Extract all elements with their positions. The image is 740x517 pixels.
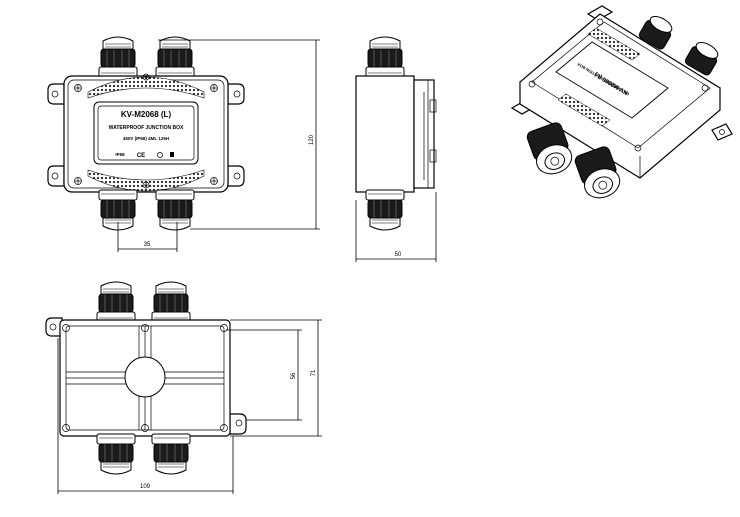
screw-icon [74, 73, 218, 189]
cable-gland-icon [155, 189, 195, 231]
ip-code-text: IP68 [115, 152, 125, 157]
cable-gland-icon [365, 189, 405, 231]
model-text: KV-M2068 (L) [121, 110, 172, 119]
svg-text:56: 56 [291, 372, 297, 379]
cable-gland-icon [638, 15, 673, 50]
cable-gland-icon [96, 433, 136, 475]
cable-gland-icon [152, 282, 190, 322]
cable-gland-icon [156, 37, 194, 77]
ce-mark-icon: CE [137, 153, 145, 159]
cable-gland-icon [574, 146, 621, 199]
svg-text:71: 71 [311, 369, 317, 376]
svg-text:50: 50 [395, 252, 402, 258]
recycle-icon [157, 152, 163, 158]
cable-gland-icon [366, 37, 404, 77]
front-view: KV-M2068 (L) WATERPROOF JUNCTION BOX 450… [47, 37, 320, 252]
waste-bin-icon [170, 152, 174, 157]
cable-gland-icon [526, 122, 573, 175]
description-text: WATERPROOF JUNCTION BOX [109, 125, 184, 131]
rating-text: 450V (IP68) 4ML 125H [123, 136, 169, 141]
cable-gland-icon [97, 282, 135, 322]
svg-text:109: 109 [140, 484, 151, 490]
base-view: 56 71 109 [45, 282, 322, 494]
cable-gland-icon [99, 37, 137, 77]
isometric-view: KV-M2068 (L) WATERPROOF JUNCTION BOX [510, 5, 733, 199]
side-view: 50 [355, 37, 437, 262]
dimension-base-length: 109 [57, 338, 234, 494]
svg-text:35: 35 [144, 242, 151, 248]
label-plate [93, 101, 199, 165]
dimension-depth: 50 [355, 192, 437, 262]
svg-text:120: 120 [309, 134, 315, 145]
dimension-base-outer-height: 71 [230, 319, 322, 437]
dimension-height-front: 120 [158, 39, 320, 230]
dimension-base-inner-height: 56 [226, 329, 302, 421]
cable-gland-icon [151, 433, 191, 475]
cable-gland-icon [684, 41, 719, 76]
dimension-gland-spacing: 35 [117, 222, 178, 252]
